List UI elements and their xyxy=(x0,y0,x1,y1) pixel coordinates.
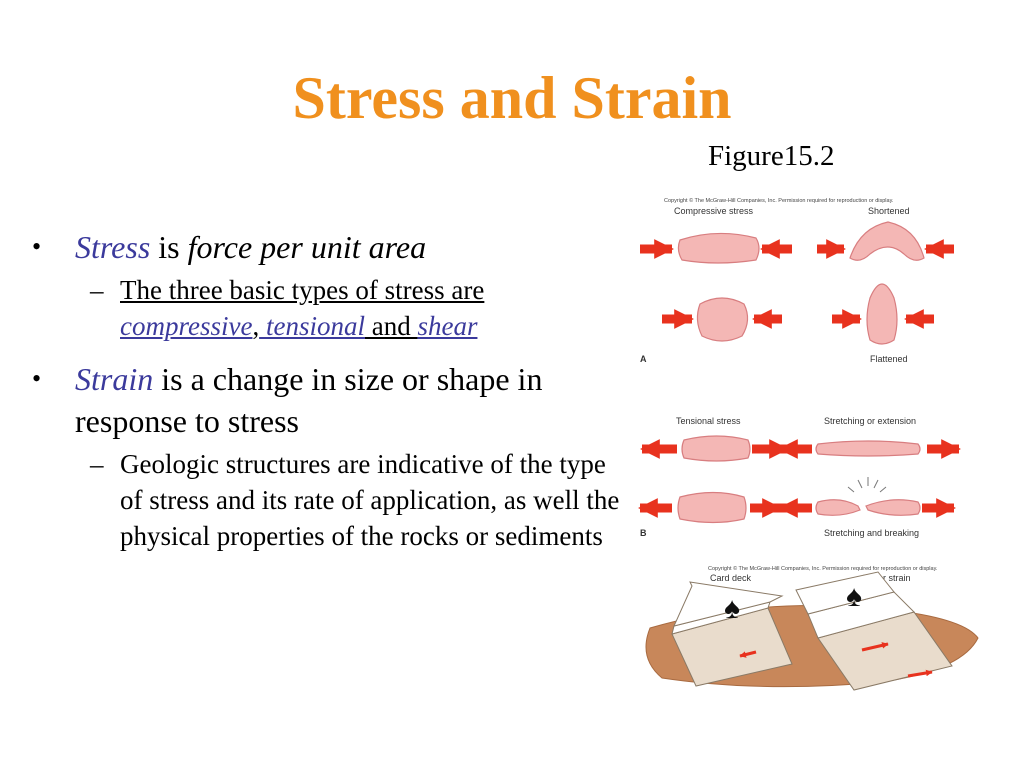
link-shear[interactable]: shear xyxy=(417,311,478,341)
link-compressive[interactable]: compressive xyxy=(120,311,253,341)
caption-card-deck: Card deck xyxy=(710,573,752,583)
dash-icon: – xyxy=(90,275,104,305)
caption-shortened: Shortened xyxy=(868,206,910,216)
strain-definition: is a change in size or shape in response… xyxy=(75,361,543,439)
sub-bullet-geologic: – Geologic structures are indicative of … xyxy=(30,446,620,554)
sep-1: , xyxy=(252,311,260,341)
bullet-icon: • xyxy=(32,232,42,261)
panel-a-label: A xyxy=(640,354,647,364)
bullet-stress: • Stress is force per unit area xyxy=(30,226,620,268)
caption-breaking: Stretching and breaking xyxy=(824,528,919,538)
spade-icon: ♠ xyxy=(846,580,862,613)
rock-bodies xyxy=(677,221,925,524)
term-strain: Strain xyxy=(75,361,154,397)
copyright-c: Copyright © The McGraw-Hill Companies, I… xyxy=(708,565,938,572)
slide-title: Stress and Strain xyxy=(292,65,732,131)
caption-compressive: Compressive stress xyxy=(674,206,754,216)
sep-2: and xyxy=(364,311,418,341)
connector: is xyxy=(150,229,188,265)
stress-definition: force per unit area xyxy=(187,229,427,265)
caption-stretching: Stretching or extension xyxy=(824,416,916,426)
card-deck-sheared: ♠ xyxy=(795,571,953,691)
caption-flattened: Flattened xyxy=(870,354,908,364)
caption-tensional: Tensional stress xyxy=(676,416,741,426)
card-deck-upright: ♠ xyxy=(671,581,793,687)
break-lines xyxy=(847,477,887,493)
sub-bullet-stress-types: – The three basic types of stress are co… xyxy=(30,272,620,344)
bullet-icon: • xyxy=(32,364,42,393)
stress-types-text: The three basic types of stress are xyxy=(120,275,485,305)
dash-icon: – xyxy=(90,449,104,479)
stress-arrows xyxy=(638,239,961,518)
panel-b-label: B xyxy=(640,528,647,538)
stress-strain-figure: Copyright © The McGraw-Hill Companies, I… xyxy=(638,197,979,691)
term-stress: Stress xyxy=(75,229,151,265)
link-tensional[interactable]: tensional xyxy=(259,311,365,341)
spade-icon: ♠ xyxy=(724,592,740,625)
geologic-text: Geologic structures are indicative of th… xyxy=(120,449,620,551)
copyright-a: Copyright © The McGraw-Hill Companies, I… xyxy=(664,197,894,204)
shear-arrows xyxy=(739,642,933,678)
caption-shear-strain: Shear strain xyxy=(862,573,911,583)
bullet-strain: • Strain is a change in size or shape in… xyxy=(30,358,620,442)
figure-label: Figure15.2 xyxy=(708,140,835,172)
bullet-list: • Stress is force per unit area – The th… xyxy=(30,226,620,554)
